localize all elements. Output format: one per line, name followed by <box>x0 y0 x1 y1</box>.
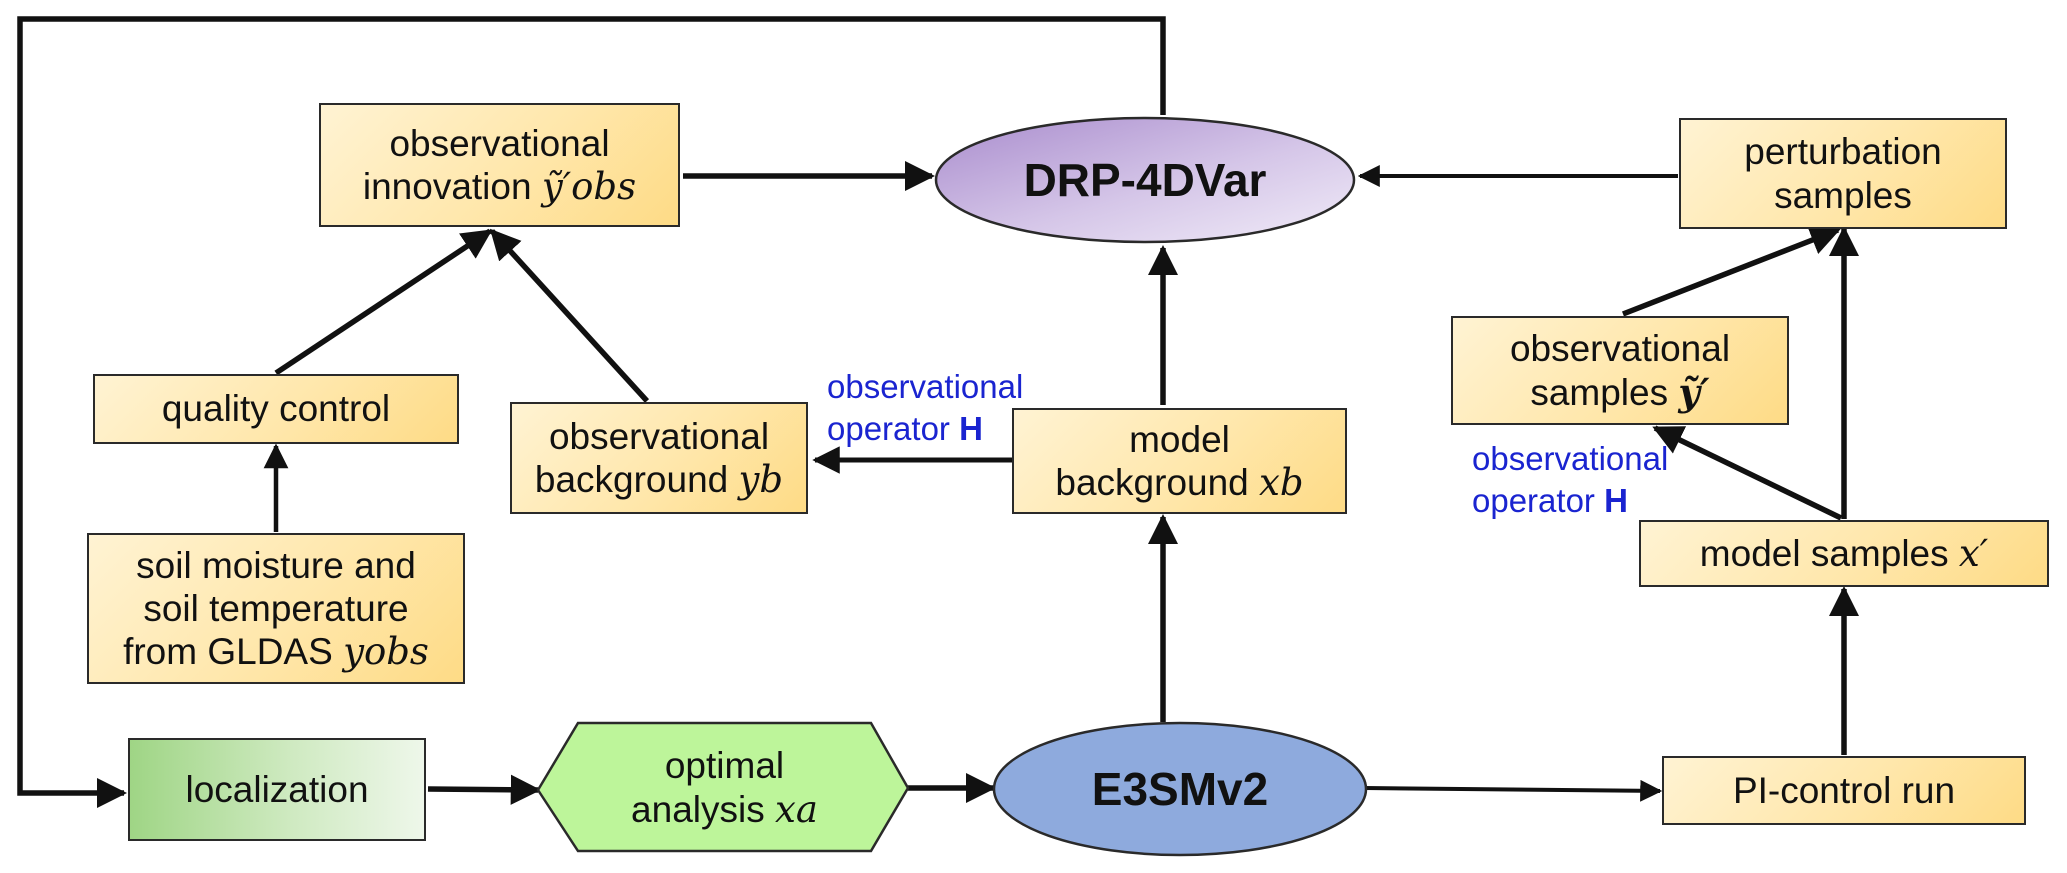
arrow-e3sm-to-pi-control <box>1364 779 1663 802</box>
quality-control-node: quality control <box>93 374 459 444</box>
observational-background-node: observational background yb <box>510 402 808 514</box>
perturbation-samples-node: perturbation samples <box>1679 118 2007 229</box>
observational-operator-label-left: observational operator H <box>827 368 1024 447</box>
optimal-analysis-node: optimal analysis xa <box>631 744 818 831</box>
observational-samples-node: observational samples ỹ′ <box>1451 316 1789 425</box>
innovation-symbol: ỹ′obs <box>541 165 637 208</box>
e3sm-node-shape <box>992 721 1368 857</box>
innovation-line1: observational <box>389 122 610 164</box>
pi-control-run-node: PI-control run <box>1662 756 2026 825</box>
observational-operator-label-right: observational operator H <box>1472 440 1669 519</box>
localization-node: localization <box>128 738 426 841</box>
observational-innovation-node: observational innovation ỹ′obs <box>319 103 680 227</box>
arrow-quality-to-innovation <box>274 228 493 376</box>
drp-4dvar-node-shape <box>934 116 1356 244</box>
drp-4dvar-node: DRP-4DVar <box>1023 154 1267 206</box>
optimal-analysis-node-shape <box>536 721 910 853</box>
soil-observations-node: soil moisture and soil temperature from … <box>87 533 465 684</box>
e3sm-node: E3SMv2 <box>1091 763 1269 815</box>
arrow-localization-to-optimal <box>427 774 542 805</box>
model-samples-node: model samples x′ <box>1639 520 2049 587</box>
model-background-node: model background xb <box>1012 408 1347 514</box>
arrow-obs-samples-to-perturbation <box>1621 225 1841 317</box>
arrow-model-samples-to-obs-samples <box>1652 425 1843 521</box>
feedback-loop-arrow <box>17 16 1166 809</box>
arrow-obs-background-to-innovation <box>489 228 650 403</box>
